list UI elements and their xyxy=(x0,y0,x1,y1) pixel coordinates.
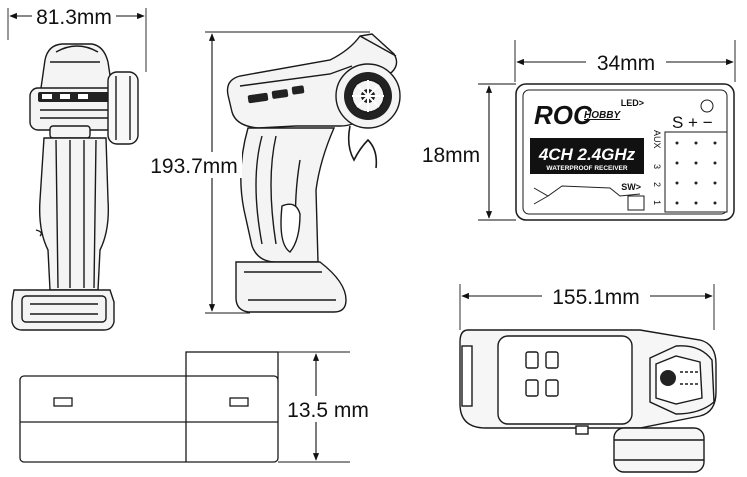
receiver-brand: ROC xyxy=(534,100,593,130)
receiver-front-view: ROC HOBBY LED> 4CH 2.4GHz WATERPROOF REC… xyxy=(478,40,736,221)
receiver-depth-label: 13.5 mm xyxy=(287,399,369,422)
receiver-tagline: WATERPROOF RECEIVER xyxy=(546,165,627,172)
receiver-led xyxy=(700,99,714,113)
receiver-pin-block xyxy=(664,131,728,213)
receiver-channel-2: 2 xyxy=(652,182,662,187)
receiver-sw-label: SW> xyxy=(621,182,641,192)
receiver-trace-graphic xyxy=(533,185,641,205)
transmitter-side-view xyxy=(205,31,401,314)
side-height-label: 193.7mm xyxy=(150,155,238,178)
receiver-model: 4CH 2.4GHz xyxy=(538,145,636,164)
receiver-channel-3: 3 xyxy=(652,164,662,169)
transmitter-front-view xyxy=(7,8,147,331)
receiver-bind-switch xyxy=(627,195,645,211)
receiver-height-label: 18mm xyxy=(422,144,480,167)
receiver-width-label: 34mm xyxy=(597,52,655,75)
receiver-pin-header-label: S + − xyxy=(672,113,713,132)
receiver-brand-sub: HOBBY xyxy=(584,110,621,121)
receiver-side-view xyxy=(19,351,350,463)
receiver-channel-aux: AUX xyxy=(652,130,662,149)
front-width-label: 81.3mm xyxy=(36,6,112,29)
top-length-label: 155.1mm xyxy=(552,286,640,309)
receiver-channel-1: 1 xyxy=(652,200,662,205)
receiver-led-label: LED> xyxy=(621,98,644,108)
transmitter-top-view xyxy=(459,284,717,473)
receiver-model-plate xyxy=(530,138,644,174)
